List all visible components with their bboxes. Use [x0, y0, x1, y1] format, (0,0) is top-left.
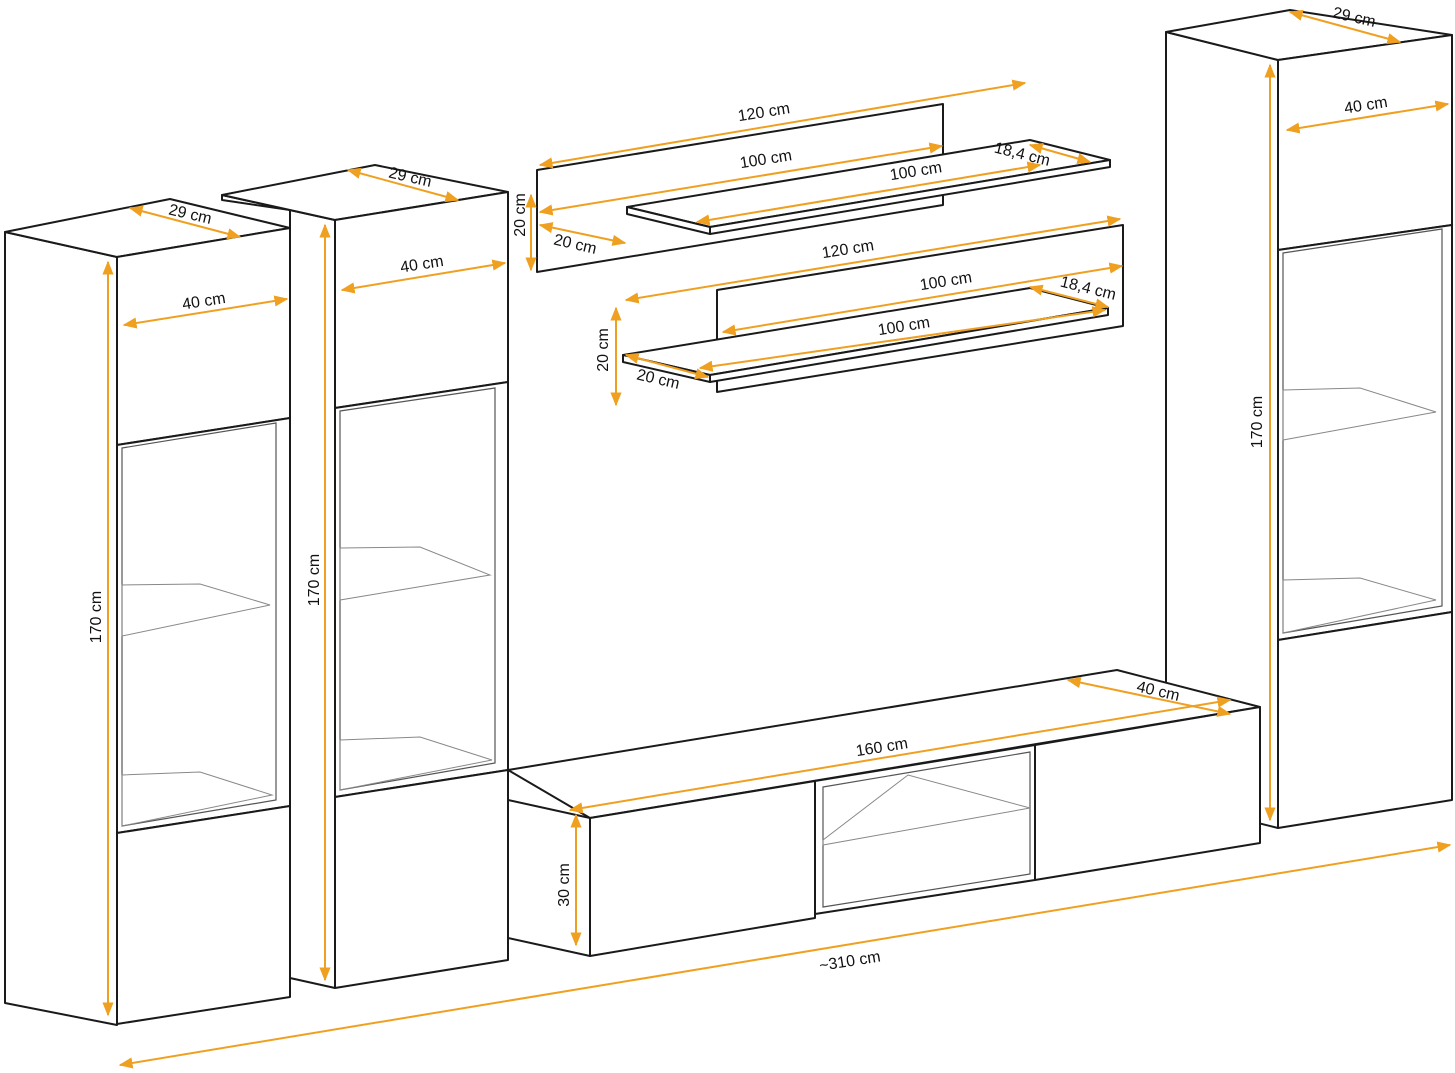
cab1-height-label: 170 cm	[88, 591, 105, 643]
total-width-label: ~310 cm	[818, 948, 882, 974]
shelf1-height-label: 20 cm	[512, 193, 529, 237]
dimension-arrow	[568, 696, 1232, 814]
tv-height-label: 30 cm	[556, 863, 573, 907]
dimension-arrow	[122, 295, 289, 329]
dimension-arrow	[340, 259, 507, 294]
tall-cabinet-right	[1165, 9, 1453, 829]
cab2-height-label: 170 cm	[306, 554, 323, 606]
shelf1-total-label: 120 cm	[737, 100, 791, 125]
dimension-arrow	[1028, 143, 1092, 164]
dimension-arrow	[128, 205, 242, 240]
shelf2-total-label: 120 cm	[821, 237, 875, 262]
dimension-arrow	[118, 841, 1452, 1069]
dimension-arrow	[538, 222, 627, 246]
dimension-arrow	[1288, 9, 1402, 45]
shelf2-height-label: 20 cm	[595, 328, 612, 372]
dimension-arrow	[695, 161, 1042, 226]
tall-cabinet-left	[4, 198, 291, 1026]
dimension-arrow	[624, 352, 710, 380]
dimension-arrow	[1285, 100, 1450, 134]
cab3-width-label: 40 cm	[1343, 94, 1389, 118]
cab2-width-label: 40 cm	[399, 253, 445, 277]
cab3-height-label: 170 cm	[1249, 396, 1266, 448]
dimension-arrow	[346, 167, 460, 203]
dimension-lines	[102, 9, 1452, 1069]
dimension-arrow	[698, 306, 1107, 372]
dimension-arrow	[1028, 284, 1110, 310]
dimension-arrow	[624, 215, 1122, 304]
cab1-width-label: 40 cm	[181, 290, 227, 314]
